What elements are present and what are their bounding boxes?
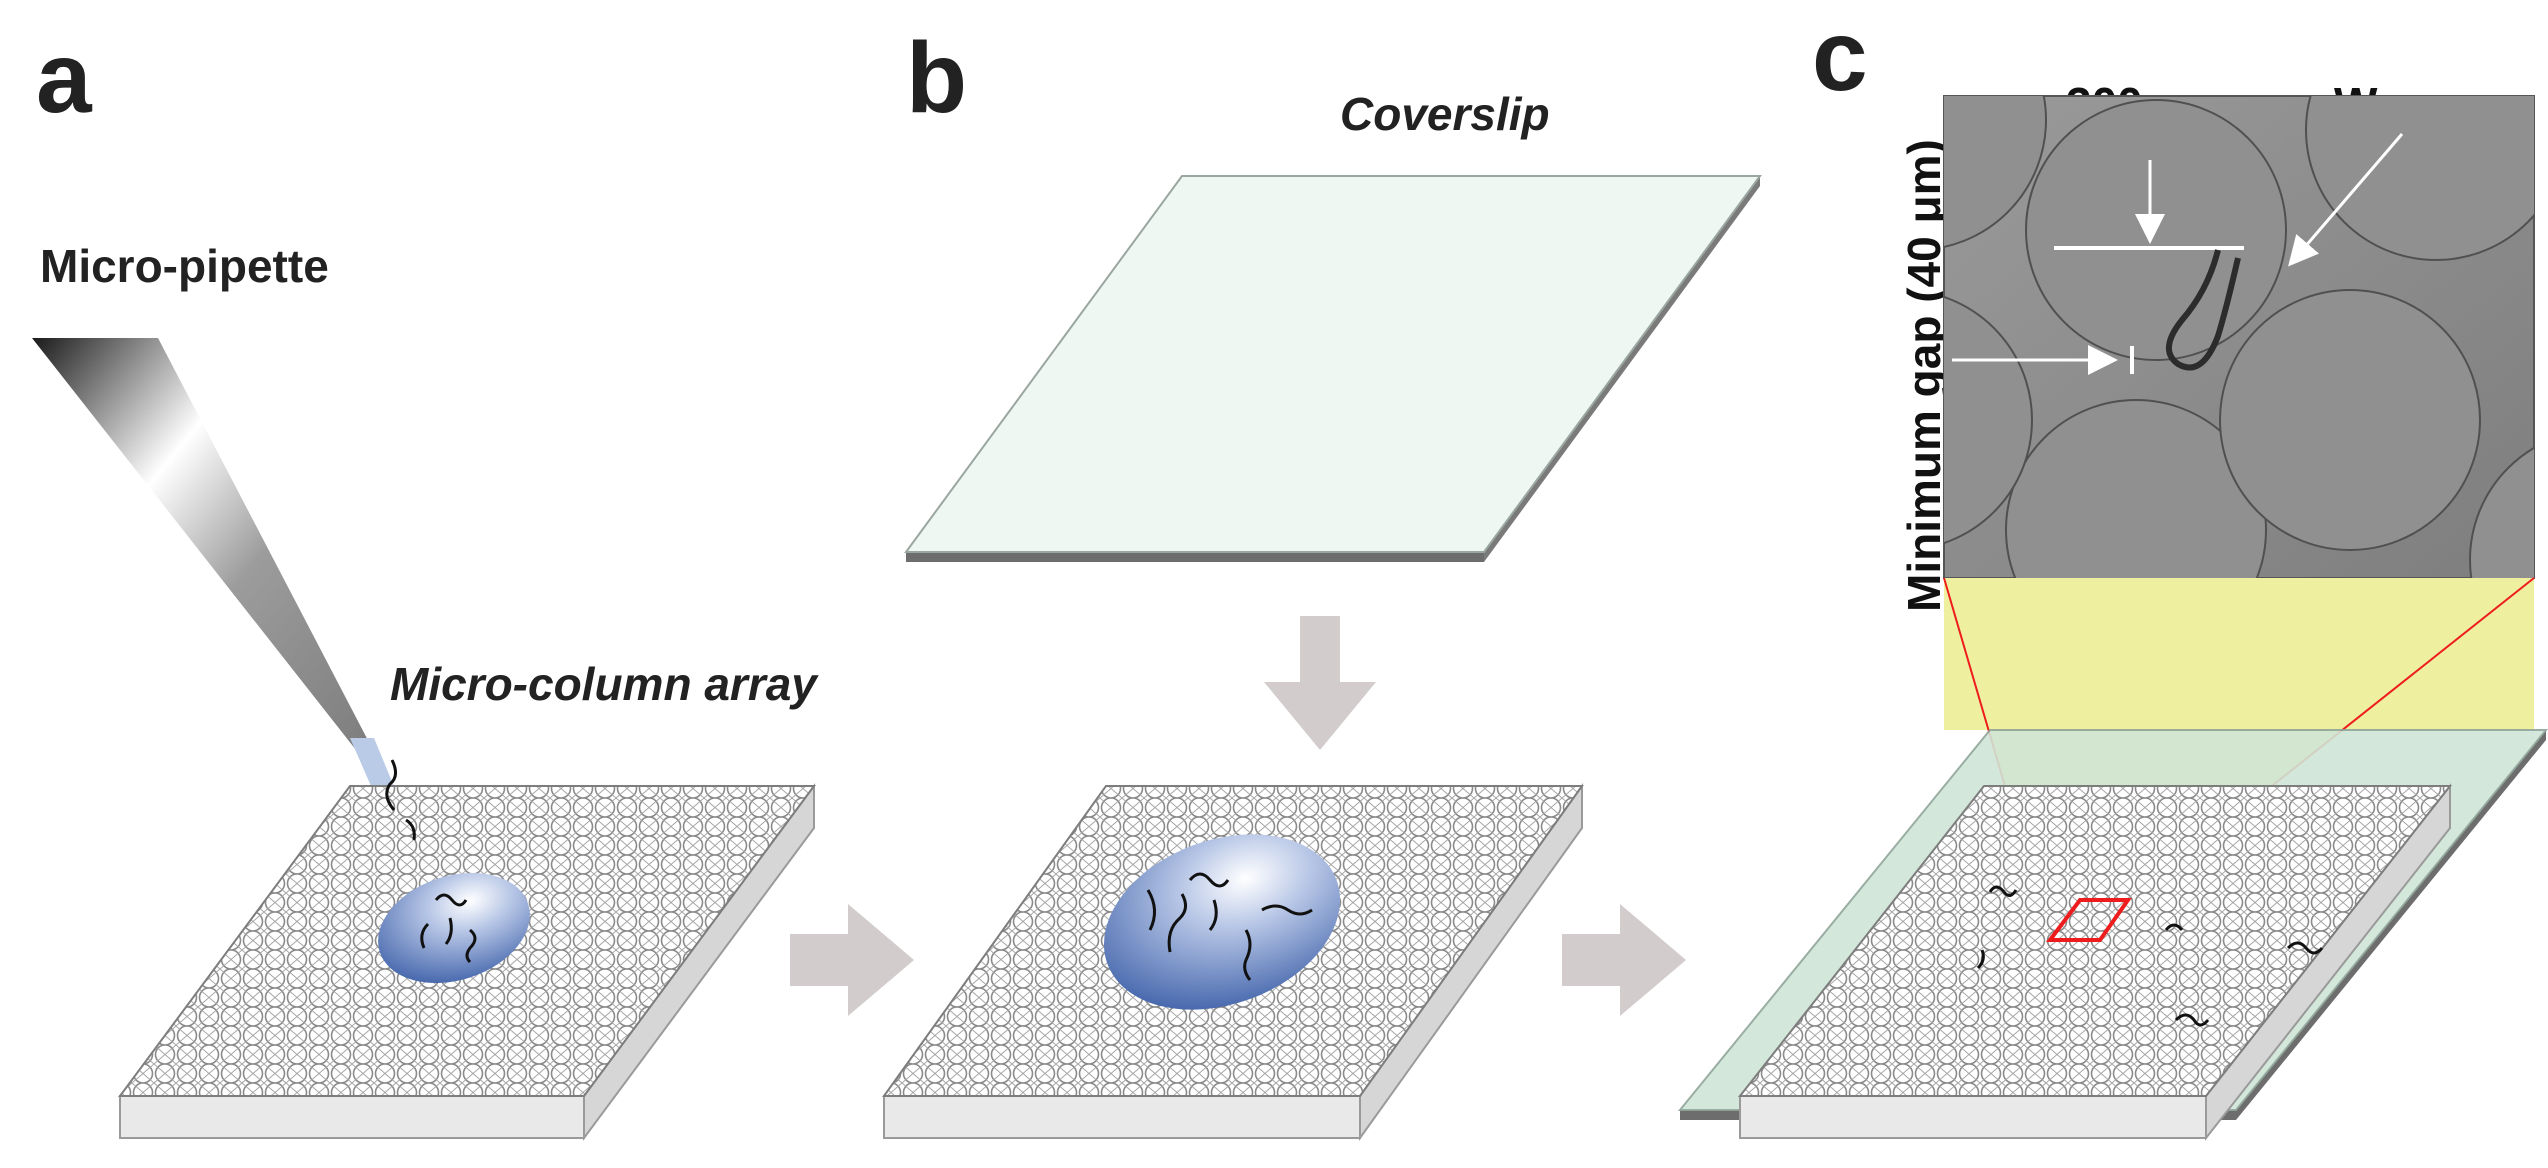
coverslip-label: Coverslip [1340,88,1550,140]
minimum-gap-label: Minimum gap (40 μm) [1898,139,1950,612]
trapped-worms [1976,885,2324,1027]
process-arrow-2 [1562,904,1686,1016]
micro-column-array-label: Micro-column array [390,658,819,710]
micro-pipette [32,338,372,750]
panel-c-letter: c [1812,0,1868,112]
zoom-region-marker [2046,898,2132,942]
micro-pipette-label: Micro-pipette [40,240,329,292]
panel-b: b Coverslip [882,22,1762,1142]
micro-column-array-slab-c [1737,783,2453,1141]
worm-droplet [378,759,530,984]
spread-droplet [1103,834,1341,1010]
panel-a: a Micro-pipette Micro-column array [32,22,819,1142]
micrograph [1943,95,2535,579]
worm-in-micrograph [2166,249,2241,371]
down-arrow [1264,616,1376,750]
process-arrow-1 [790,904,914,1016]
panel-a-letter: a [36,22,93,134]
worm-arrow [2288,133,2404,267]
panel-c: c 300 μm Worm Minimum gap (40 μm) [1677,0,2548,1141]
panel-b-letter: b [906,22,967,134]
coverslip [904,175,1762,562]
